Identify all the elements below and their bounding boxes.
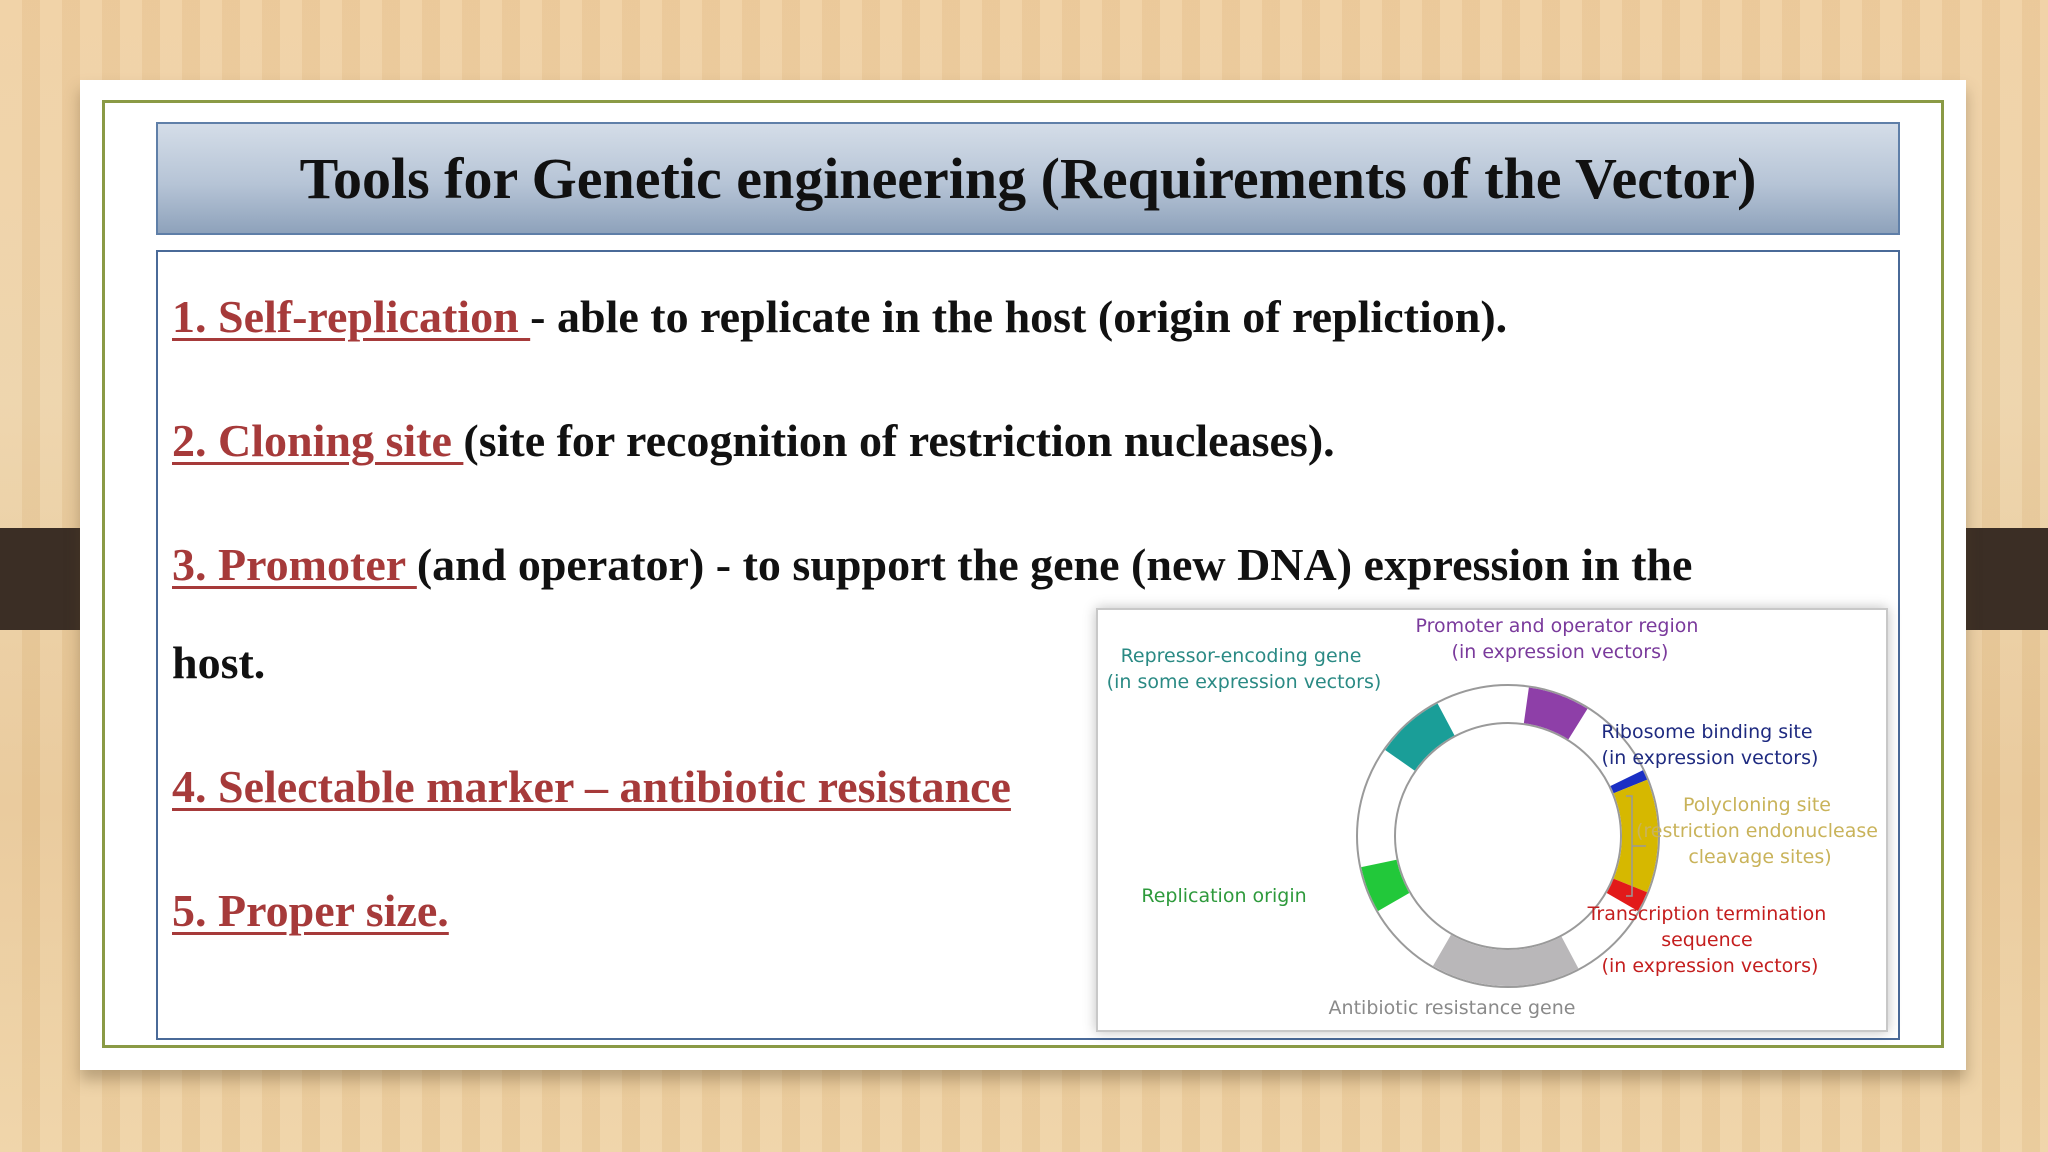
title-bar: Tools for Genetic engineering (Requireme…: [156, 122, 1900, 235]
label-replication: Replication origin: [1141, 885, 1306, 907]
label-termination-line2: sequence: [1661, 929, 1753, 951]
item-term: 2. Cloning site: [172, 415, 464, 466]
item-text: (site for recognition of restriction nuc…: [463, 415, 1335, 466]
plasmid-segments: [1361, 687, 1658, 986]
item-self-replication: 1. Self-replication - able to replicate …: [172, 290, 1507, 343]
item-proper-size: 5. Proper size.: [172, 884, 449, 937]
label-polycloning-line3: cleavage sites): [1688, 846, 1831, 868]
label-polycloning-line2: (restriction endonuclease: [1636, 820, 1878, 842]
label-ribosome-line2: (in expression vectors): [1602, 747, 1819, 769]
label-termination-line1: Transcription termination: [1587, 903, 1827, 925]
item-term: 4. Selectable marker – antibiotic resist…: [172, 761, 1011, 812]
vector-diagram: Promoter and operator region (in express…: [1096, 608, 1888, 1032]
label-polycloning: Polycloning site (restriction endonuclea…: [1636, 794, 1884, 868]
plasmid-svg: Promoter and operator region (in express…: [1107, 615, 1884, 1019]
item-promoter: 3. Promoter (and operator) - to support …: [172, 538, 1692, 591]
label-termination: Transcription termination sequence (in e…: [1587, 903, 1833, 977]
item-selectable-marker: 4. Selectable marker – antibiotic resist…: [172, 760, 1011, 813]
segment-ribosome: [1610, 770, 1648, 794]
label-repressor-line1: Repressor-encoding gene: [1121, 645, 1362, 667]
label-antibiotic: Antibiotic resistance gene: [1329, 997, 1576, 1019]
slide-title: Tools for Genetic engineering (Requireme…: [299, 146, 1757, 211]
item-text: (and operator) - to support the gene (ne…: [416, 539, 1693, 590]
item-term: 1. Self-replication: [172, 291, 531, 342]
label-repressor-line2: (in some expression vectors): [1107, 671, 1382, 693]
segment-termination: [1606, 878, 1648, 911]
label-termination-line3: (in expression vectors): [1602, 955, 1819, 977]
polycloning-bracket: [1626, 795, 1646, 897]
label-replication-line1: Replication origin: [1141, 885, 1306, 907]
label-antibiotic-line1: Antibiotic resistance gene: [1329, 997, 1576, 1019]
item-promoter-continued: host.: [172, 636, 265, 689]
item-cloning-site: 2. Cloning site (site for recognition of…: [172, 414, 1335, 467]
segment-polycloning: [1613, 779, 1658, 893]
label-promoter-line1: Promoter and operator region: [1416, 615, 1699, 637]
slide-frame: [102, 100, 1944, 1048]
item-text: - able to replicate in the host (origin …: [530, 291, 1508, 342]
item-term: 5. Proper size.: [172, 885, 449, 936]
item-term: 3. Promoter: [172, 539, 417, 590]
segment-replication: [1361, 859, 1410, 911]
label-promoter-line2: (in expression vectors): [1452, 641, 1669, 663]
segment-repressor: [1385, 703, 1455, 772]
label-ribosome-line1: Ribosome binding site: [1601, 721, 1812, 743]
item-text: host.: [172, 637, 266, 688]
segment-promoter: [1523, 687, 1588, 740]
segment-antibiotic: [1433, 934, 1579, 986]
label-polycloning-line1: Polycloning site: [1683, 794, 1831, 816]
label-promoter: Promoter and operator region (in express…: [1416, 615, 1705, 663]
label-ribosome: Ribosome binding site (in expression vec…: [1601, 721, 1818, 769]
label-repressor: Repressor-encoding gene (in some express…: [1107, 645, 1382, 693]
